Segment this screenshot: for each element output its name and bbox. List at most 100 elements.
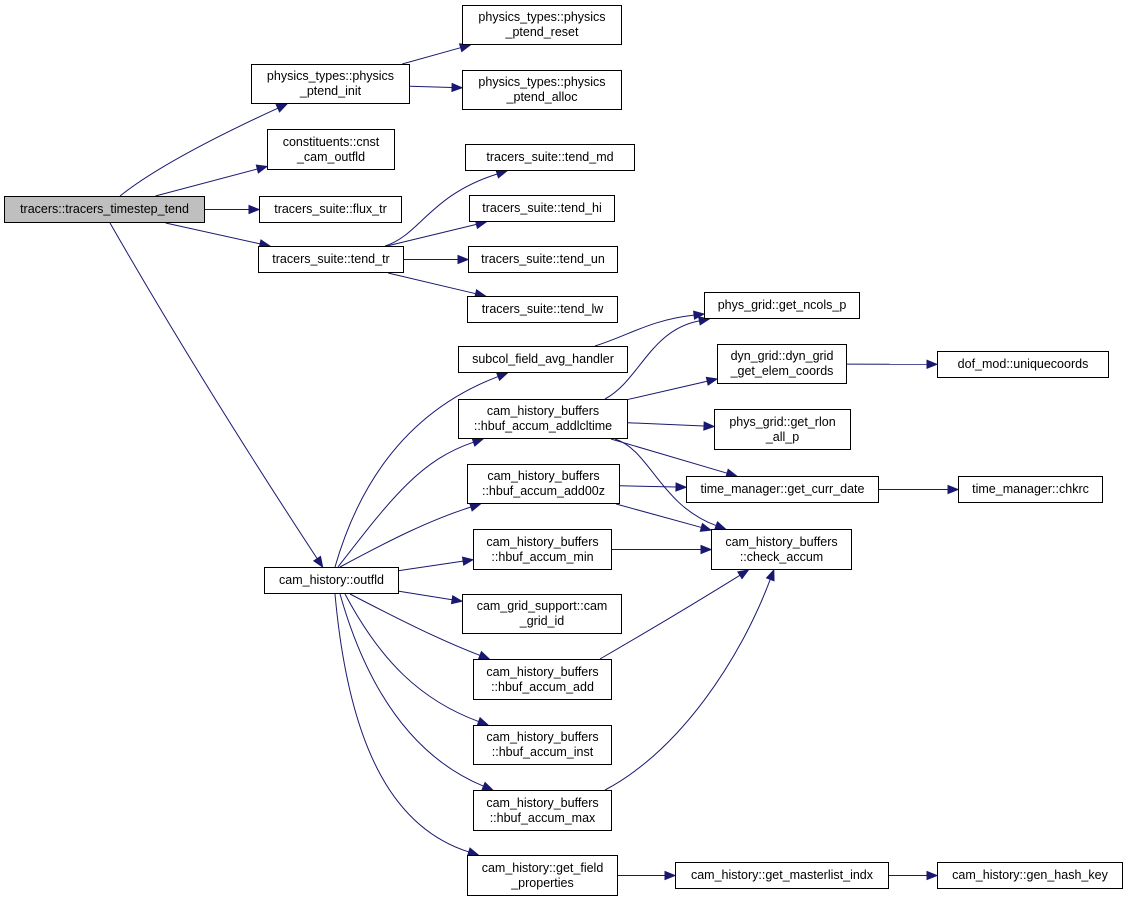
node-label-line: _ptend_alloc — [506, 90, 578, 104]
node-label-line: time_manager::get_curr_date — [700, 482, 865, 496]
node-label-line: ::check_accum — [739, 549, 824, 564]
node-label-line: physics_types::physics — [266, 69, 395, 83]
arrowhead-tend_tr-to-tend_un — [457, 254, 470, 265]
arrowhead-get_curr_date-to-chkrc — [947, 484, 960, 495]
node-dyn-grid-get-elem-coords[interactable]: dyn_grid::dyn_grid_get_elem_coords — [717, 344, 847, 384]
node-flux-tr[interactable]: tracers_suite::flux_tr — [259, 196, 402, 223]
node-physics-ptend-init[interactable]: physics_types::physics_ptend_init — [251, 64, 410, 104]
edge-root-to-outfld — [109, 222, 318, 559]
edge-ptend_init-to-ptend_reset — [402, 47, 461, 65]
node-hbuf-accum-min[interactable]: cam_history_buffers::hbuf_accum_min — [473, 529, 612, 570]
node-label-line: time_manager::chkrc — [972, 482, 1089, 496]
arrowhead-accum_add-to-check_accum — [736, 569, 750, 580]
node-cnst-cam-outfld[interactable]: constituents::cnst_cam_outfld — [267, 129, 395, 170]
node-label-line: _ptend_reset — [505, 25, 579, 39]
node-label-line: ::hbuf_accum_max — [489, 810, 596, 825]
node-label-line: cam_history_buffers — [725, 534, 838, 549]
node-label-line: subcol_field_avg_handler — [472, 352, 614, 366]
node-time-manager-chkrc[interactable]: time_manager::chkrc — [958, 476, 1103, 503]
edge-tend_tr-to-tend_md — [384, 173, 498, 247]
node-label-line: _cam_outfld — [296, 149, 366, 164]
node-physics-ptend-reset[interactable]: physics_types::physics_ptend_reset — [462, 5, 622, 45]
edge-tend_tr-to-tend_hi — [386, 223, 477, 247]
edge-outfld-to-subcol_handler — [334, 376, 499, 568]
node-label-line: cam_history_buffers — [486, 534, 599, 549]
node-label-line: phys_grid::get_rlon — [729, 414, 836, 429]
node-get-rlon-all-p[interactable]: phys_grid::get_rlon_all_p — [714, 409, 851, 450]
edge-accum_max-to-check_accum — [604, 579, 771, 791]
arrowhead-outfld-to-cam_grid_id — [450, 594, 464, 605]
node-label-line: tracers_suite::tend_hi — [482, 201, 602, 215]
node-get-field-properties[interactable]: cam_history::get_field_properties — [467, 855, 618, 896]
node-label-line: _grid_id — [519, 614, 565, 628]
node-label-line: cam_history_buffers — [486, 730, 599, 744]
node-subcol-field-avg-handler[interactable]: subcol_field_avg_handler — [458, 346, 628, 373]
edge-outfld-to-cam_grid_id — [398, 590, 453, 601]
edge-root-to-ptend_init — [119, 107, 279, 197]
node-dof-mod-uniquecoords[interactable]: dof_mod::uniquecoords — [937, 351, 1109, 378]
node-gen-hash-key[interactable]: cam_history::gen_hash_key — [937, 862, 1123, 889]
edge-outfld-to-get_field_props — [334, 593, 469, 853]
arrowhead-add00z-to-get_curr_date — [675, 482, 688, 492]
node-get-curr-date[interactable]: time_manager::get_curr_date — [686, 476, 879, 503]
arrowhead-ptend_init-to-ptend_alloc — [451, 82, 464, 93]
node-tend-lw[interactable]: tracers_suite::tend_lw — [467, 296, 618, 323]
node-label-line: cam_history_buffers — [487, 469, 600, 483]
node-label-line: _get_elem_coords — [730, 364, 834, 378]
edge-addlcltime-to-get_rlon — [627, 422, 705, 427]
node-tracers-timestep-tend[interactable]: tracers::tracers_timestep_tend — [4, 196, 205, 223]
node-get-masterlist-indx[interactable]: cam_history::get_masterlist_indx — [675, 862, 889, 889]
edge-subcol_handler-to-get_ncols_p — [594, 314, 695, 347]
edge-addlcltime-to-get_ncols_p — [604, 320, 700, 400]
edge-outfld-to-accum_min — [398, 560, 464, 572]
arrowhead-accum_max-to-check_accum — [765, 568, 775, 582]
edge-outfld-to-accum_inst — [344, 593, 479, 723]
node-label-line: ::hbuf_accum_min — [491, 549, 594, 564]
node-label-line: tracers_suite::tend_un — [481, 252, 605, 266]
arrowhead-accum_min-to-check_accum — [700, 544, 713, 555]
node-tend-hi[interactable]: tracers_suite::tend_hi — [469, 195, 615, 222]
arrowhead-get_field_props-to-masterlist_indx — [664, 870, 677, 881]
node-tend-tr[interactable]: tracers_suite::tend_tr — [258, 246, 404, 273]
node-label-line: tracers_suite::tend_tr — [272, 252, 390, 266]
edge-root-to-cnst_cam_outfld — [155, 168, 258, 197]
node-hbuf-accum-max[interactable]: cam_history_buffers::hbuf_accum_max — [473, 790, 612, 831]
arrowhead-tend_tr-to-tend_md — [495, 169, 509, 179]
edge-outfld-to-add00z — [339, 506, 472, 568]
arrowhead-outfld-to-add00z — [469, 502, 482, 512]
node-label-line: physics_types::physics — [478, 75, 606, 89]
node-label-line: dyn_grid::dyn_grid — [730, 349, 834, 363]
node-label-line: tracers_suite::flux_tr — [274, 202, 387, 216]
edge-ptend_init-to-ptend_alloc — [409, 85, 453, 88]
node-cam-grid-id[interactable]: cam_grid_support::cam_grid_id — [462, 594, 622, 634]
node-label-line: ::hbuf_accum_add — [491, 679, 594, 694]
node-label-line: cam_history::outfld — [279, 573, 384, 587]
node-label-line: cam_history::gen_hash_key — [952, 868, 1108, 882]
arrowhead-add00z-to-check_accum — [699, 522, 713, 532]
node-physics-ptend-alloc[interactable]: physics_types::physics_ptend_alloc — [462, 70, 622, 110]
node-label-line: _all_p — [765, 429, 800, 444]
node-label-line: tracers::tracers_timestep_tend — [20, 202, 189, 216]
edge-add00z-to-get_curr_date — [619, 485, 677, 488]
node-label-line: tracers_suite::tend_md — [486, 150, 614, 164]
node-label-line: cam_history::get_field — [481, 860, 604, 875]
node-hbuf-accum-inst[interactable]: cam_history_buffers::hbuf_accum_inst — [473, 725, 612, 765]
node-hbuf-accum-addlcltime[interactable]: cam_history_buffers::hbuf_accum_addlclti… — [458, 399, 628, 439]
node-hbuf-accum-add[interactable]: cam_history_buffers::hbuf_accum_add — [473, 659, 612, 700]
node-hbuf-accum-add00z[interactable]: cam_history_buffers::hbuf_accum_add00z — [467, 464, 620, 504]
node-tend-md[interactable]: tracers_suite::tend_md — [465, 144, 635, 171]
edge-outfld-to-accum_max — [339, 593, 484, 787]
node-get-ncols-p[interactable]: phys_grid::get_ncols_p — [704, 292, 860, 319]
arrowhead-masterlist_indx-to-gen_hash_key — [926, 870, 939, 881]
node-label-line: cam_history_buffers — [486, 795, 599, 810]
node-label-line: cam_history::get_masterlist_indx — [690, 868, 874, 882]
node-tend-un[interactable]: tracers_suite::tend_un — [468, 246, 618, 273]
node-cam-history-outfld[interactable]: cam_history::outfld — [264, 567, 399, 594]
arrowhead-root-to-cnst_cam_outfld — [255, 164, 269, 174]
node-label-line: physics_types::physics — [478, 10, 606, 24]
node-check-accum[interactable]: cam_history_buffers::check_accum — [711, 529, 852, 570]
arrowhead-root-to-outfld — [312, 555, 324, 569]
edge-outfld-to-accum_add — [349, 593, 481, 656]
arrowhead-outfld-to-addlcltime — [471, 437, 485, 447]
